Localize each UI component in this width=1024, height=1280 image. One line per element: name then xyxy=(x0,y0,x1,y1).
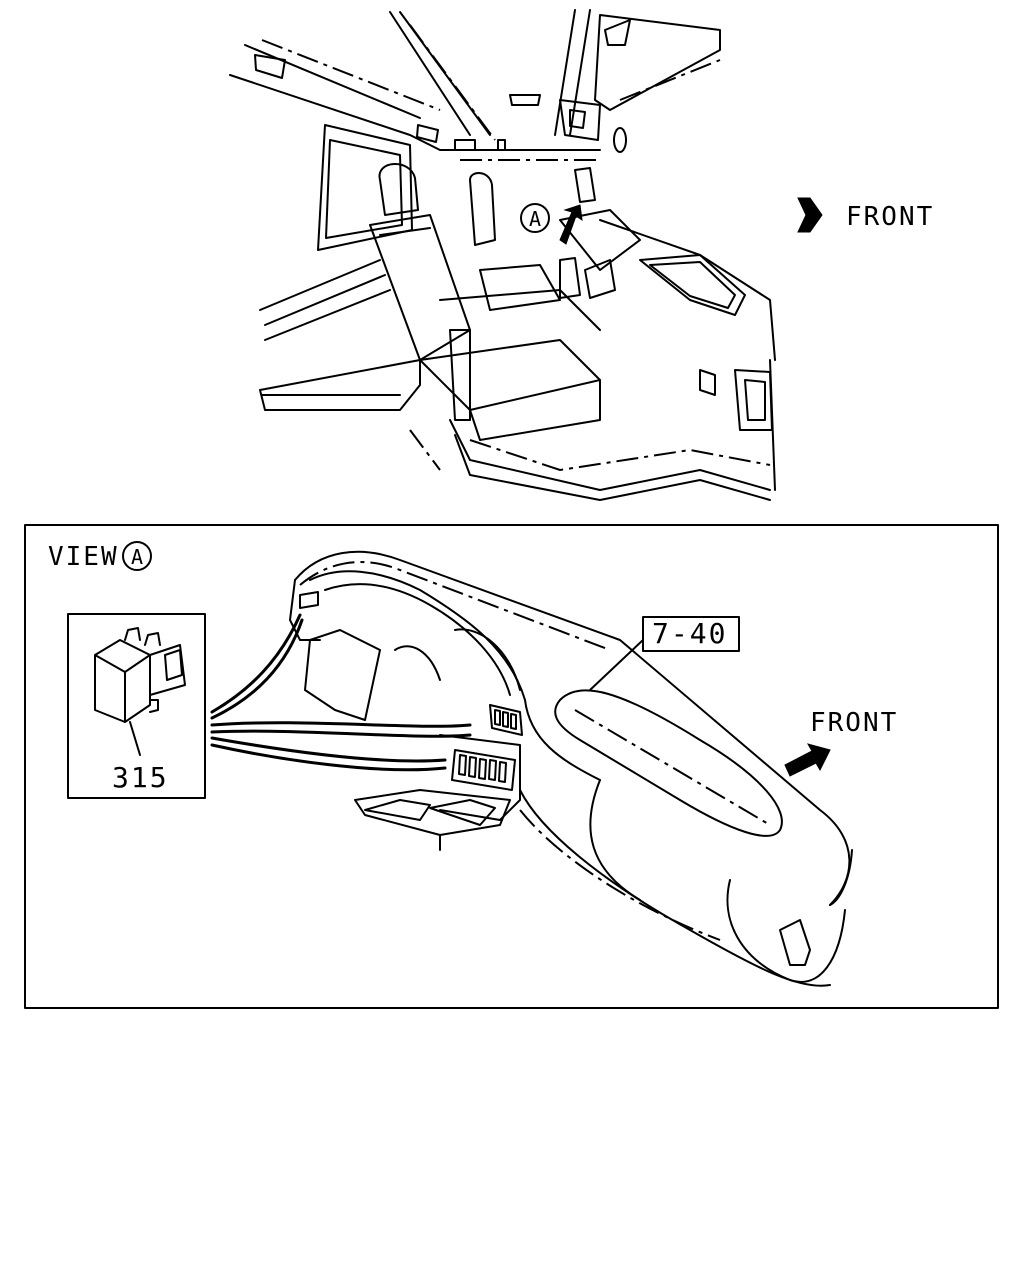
part-number-label: 315 xyxy=(112,761,169,794)
front-label-view: FRONT xyxy=(810,708,898,738)
ref-label-box xyxy=(642,616,740,652)
view-a-panel: VIEW A 315 xyxy=(24,524,999,1009)
view-heading-circle-label: A xyxy=(131,545,143,569)
arrow-up-right-icon xyxy=(784,743,831,777)
arrow-right-icon xyxy=(797,197,823,233)
part-inset-box xyxy=(67,613,206,799)
dashboard-illustration xyxy=(289,550,853,987)
front-label-top: FRONT xyxy=(846,202,934,232)
view-heading: VIEW xyxy=(48,542,119,572)
relay-switch-icon xyxy=(94,627,186,723)
cab-interior-illustration xyxy=(229,9,776,501)
view-a-marker-label: A xyxy=(529,207,541,231)
view-a-marker: A xyxy=(520,203,550,233)
front-indicator-top: FRONT xyxy=(797,197,934,233)
ref-label: 7-40 xyxy=(652,617,727,650)
